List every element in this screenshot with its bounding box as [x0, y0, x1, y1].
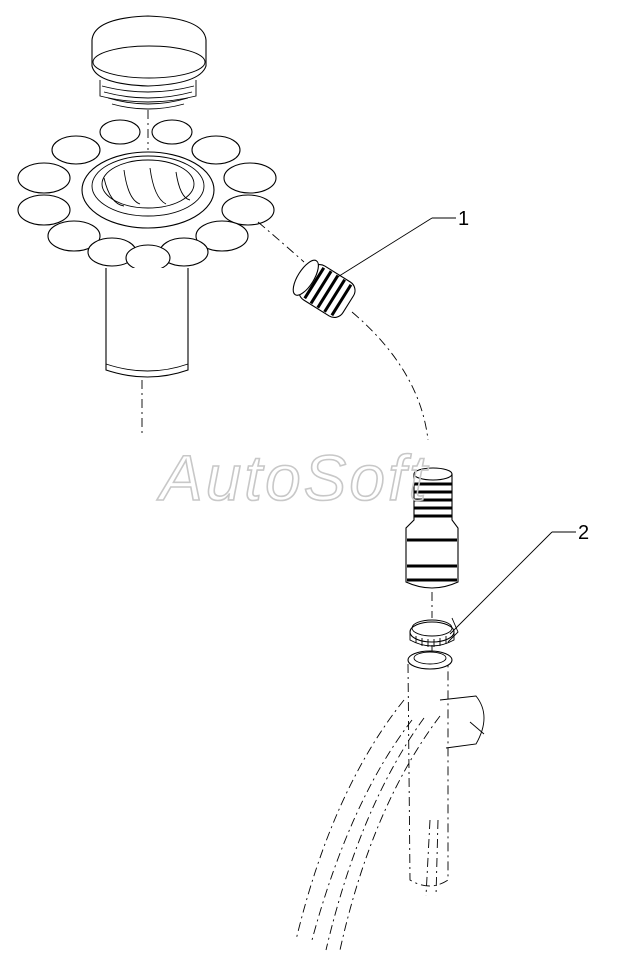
callout-1: 1: [335, 208, 469, 279]
hose-path: [257, 221, 305, 263]
watermark: AutoSoft: [156, 442, 430, 514]
callout-1-label: 1: [458, 208, 469, 230]
filter-cap: [91, 15, 207, 150]
hose-clamp-part-2: [409, 617, 459, 660]
callout-2: 2: [449, 522, 589, 635]
ribbed-sleeve-part-1: [292, 259, 356, 318]
hose-path-lower: [351, 311, 429, 441]
hose-connector: [405, 467, 459, 618]
lower-pipe: [295, 650, 485, 951]
callout-2-label: 2: [578, 522, 589, 544]
float-rosette: [17, 119, 277, 436]
